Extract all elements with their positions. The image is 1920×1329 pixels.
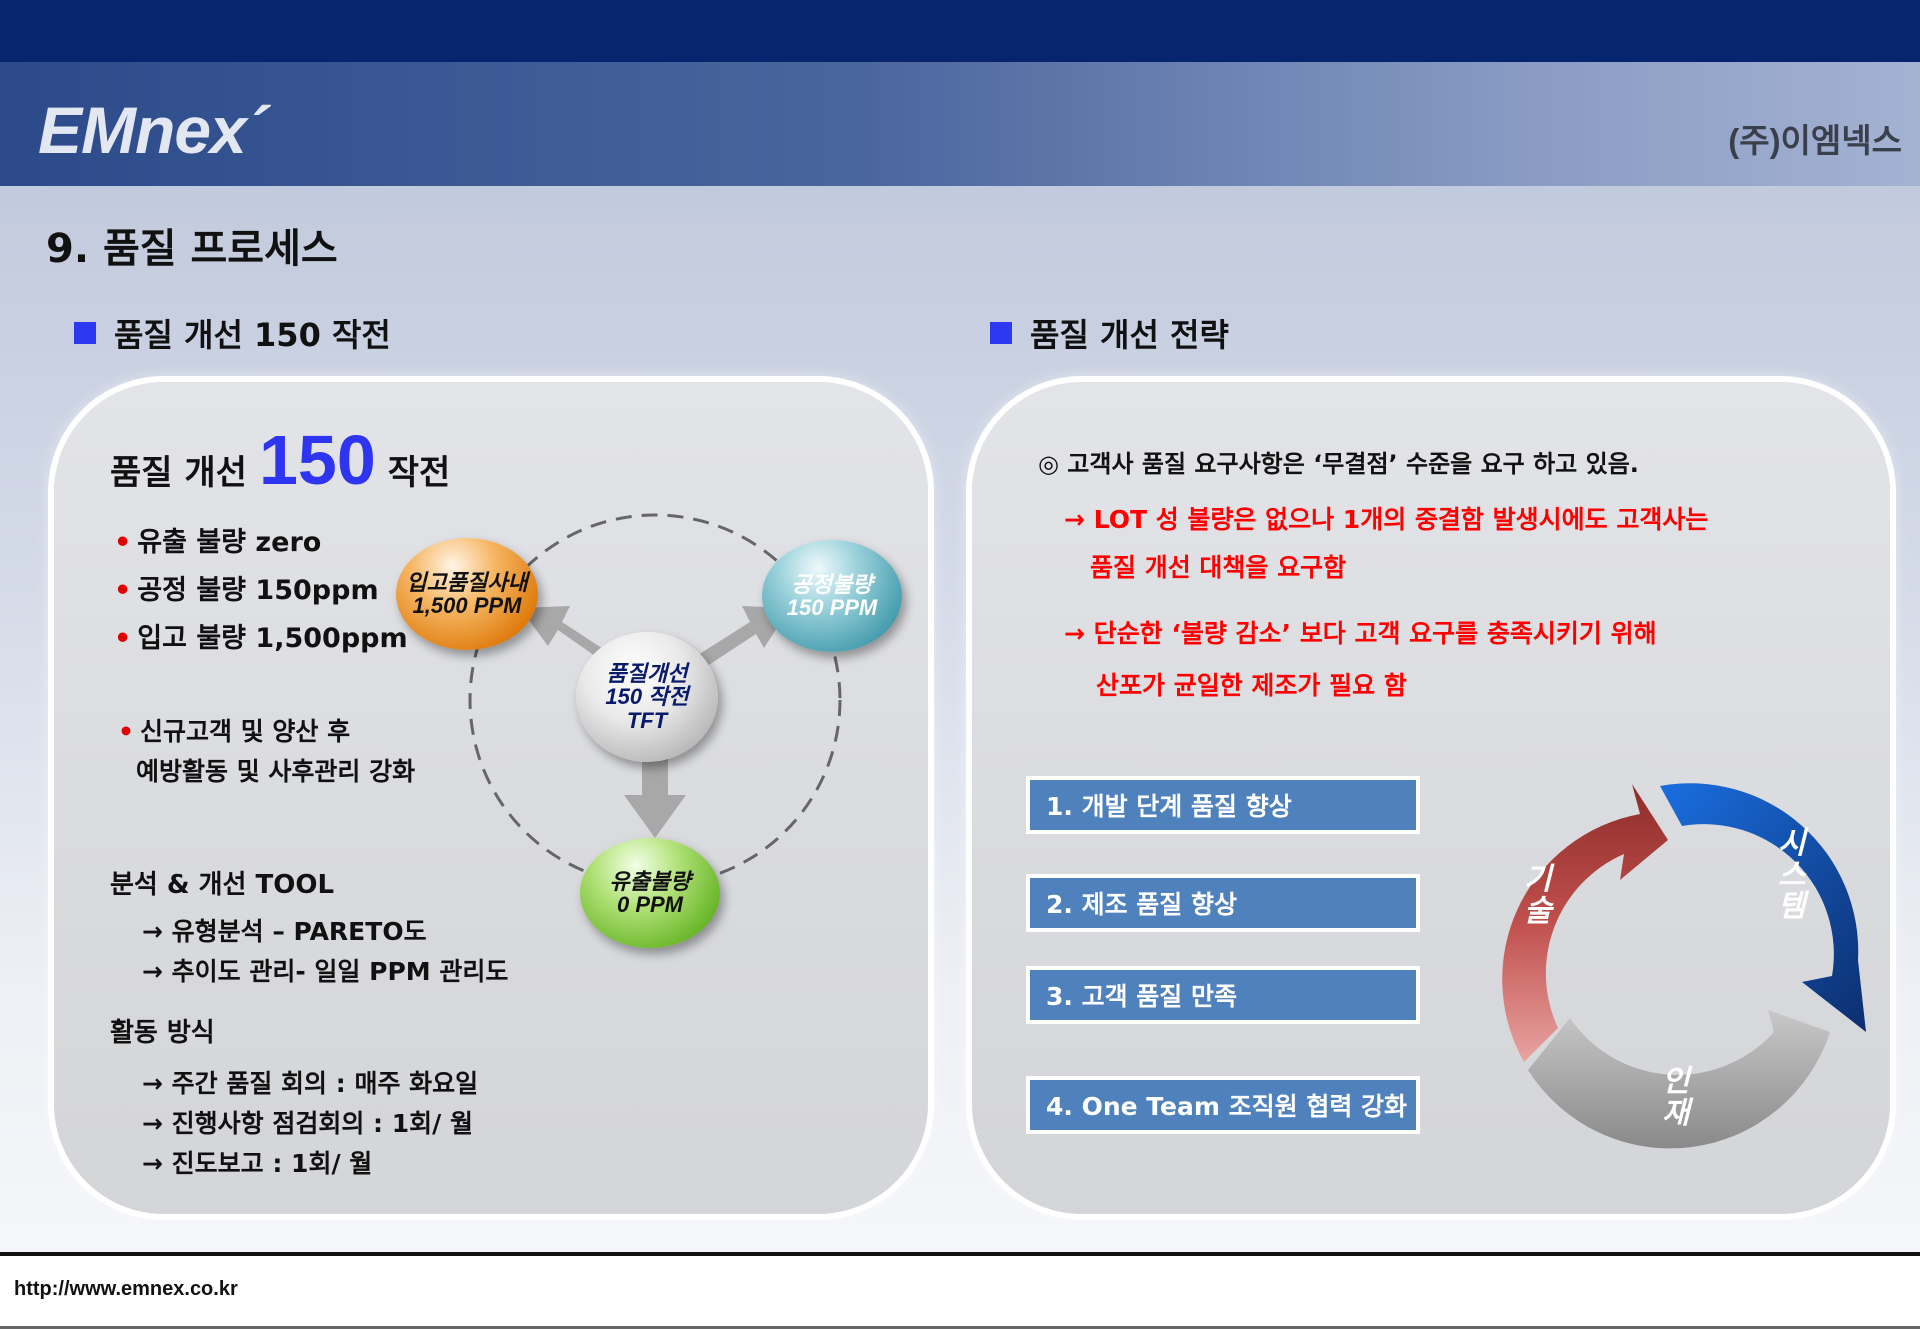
intro-text: ◎ 고객사 품질 요구사항은 ‘무결점’ 수준을 요구 하고 있음. <box>1038 450 1639 478</box>
arrow-up-right-icon <box>690 606 790 672</box>
list-item: •입고 불량 1,500ppm <box>114 623 408 654</box>
website-link[interactable]: http://www.emnex.co.kr <box>14 1278 238 1300</box>
strategy-box-4: 4. One Team 조직원 협력 강화 <box>1026 1076 1420 1134</box>
tool-heading: 분석 & 개선 TOOL <box>110 870 335 900</box>
right-section-heading: 품질 개선 전략 <box>990 310 1229 356</box>
tool-item: → 추이도 관리- 일일 PPM 관리도 <box>142 957 509 986</box>
activity-heading: 활동 방식 <box>110 1018 215 1048</box>
left-panel <box>54 382 928 1214</box>
activity-item: → 진도보고 : 1회/ 월 <box>142 1149 373 1178</box>
cycle-diagram <box>1502 783 1866 1149</box>
top-band <box>0 0 1920 62</box>
square-bullet-icon <box>990 322 1012 344</box>
arrow-down-icon <box>624 735 686 838</box>
point2-line1: → 단순한 ‘불량 감소’ 보다 고객 요구를 충족시키기 위해 <box>1064 619 1657 648</box>
page-title: 9. 품질 프로세스 <box>46 226 338 272</box>
company-logo: EMnex´ <box>38 93 268 167</box>
left-section-heading: 품질 개선 150 작전 <box>74 310 391 356</box>
footer-divider <box>0 1252 1920 1256</box>
list-item: •유출 불량 zero <box>114 527 322 558</box>
strategy-box-1: 1. 개발 단계 품질 향상 <box>1026 776 1420 834</box>
square-bullet-icon <box>74 322 96 344</box>
list-item-continuation: 예방활동 및 사후관리 강화 <box>136 757 416 786</box>
list-item: •공정 불량 150ppm <box>114 575 379 606</box>
tech-arrow-icon <box>1502 784 1668 1062</box>
activity-item: → 진행사항 점검회의 : 1회/ 월 <box>142 1109 473 1138</box>
panel-title-number: 150 <box>258 421 376 499</box>
point1-line1: → LOT 성 불량은 없으나 1개의 중결함 발생시에도 고객사는 <box>1064 505 1709 534</box>
strategy-box-2: 2. 제조 품질 향상 <box>1026 874 1420 932</box>
point2-line2: 산포가 균일한 제조가 필요 함 <box>1096 671 1407 700</box>
company-name: (주)이엠넥스 <box>1728 122 1902 159</box>
footer <box>0 1256 1920 1329</box>
header-bar <box>0 62 1920 186</box>
people-arrow-icon <box>1528 1010 1830 1149</box>
activity-item: → 주간 품질 회의 : 매주 화요일 <box>142 1069 479 1098</box>
point1-line2: 품질 개선 대책을 요구함 <box>1090 553 1347 582</box>
list-item: •신규고객 및 양산 후 <box>118 717 351 746</box>
footer-bottom-line <box>0 1326 1920 1329</box>
panel-title: 품질 개선 150 작전 <box>110 421 451 499</box>
strategy-box-3: 3. 고객 품질 만족 <box>1026 966 1420 1024</box>
tool-item: → 유형분석 – PARETO도 <box>142 917 427 946</box>
system-arrow-icon <box>1660 783 1866 1032</box>
